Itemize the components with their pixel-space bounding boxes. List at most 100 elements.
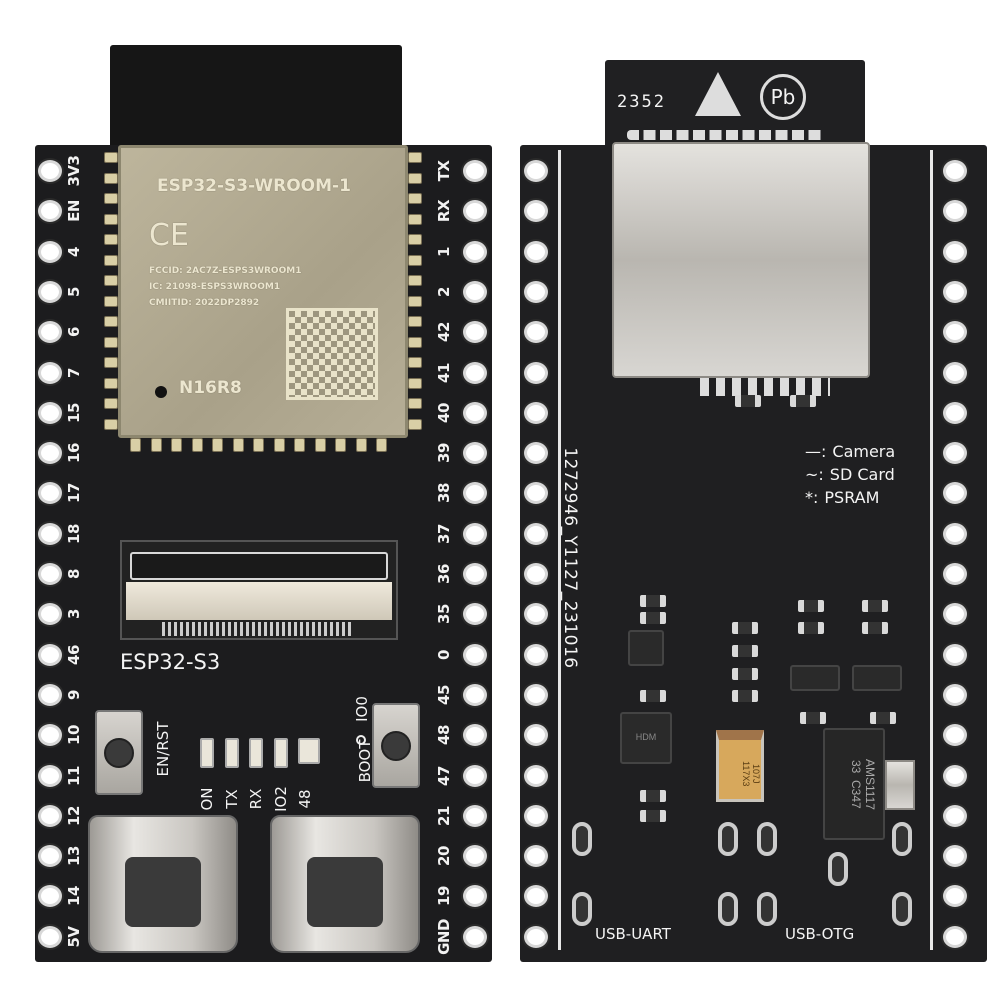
back-pin-hole[interactable]: [524, 240, 548, 263]
pin-hole[interactable]: [463, 200, 487, 223]
back-pin-hole[interactable]: [524, 280, 548, 303]
module-pad: [294, 438, 305, 452]
back-pin-hole[interactable]: [943, 160, 967, 182]
back-pin-hole[interactable]: [524, 401, 548, 424]
back-pin-hole[interactable]: [943, 804, 967, 827]
back-pin-hole[interactable]: [943, 280, 967, 303]
back-pin-hole[interactable]: [943, 764, 967, 787]
usb-shell-pad: [572, 822, 592, 856]
pin-hole[interactable]: [463, 442, 487, 465]
back-pin-hole[interactable]: [524, 643, 548, 666]
pin-hole[interactable]: [463, 643, 487, 666]
pin-hole[interactable]: [38, 361, 62, 384]
back-pin-hole[interactable]: [943, 643, 967, 666]
back-pin-hole[interactable]: [524, 442, 548, 465]
back-pin-hole[interactable]: [524, 200, 548, 223]
back-pin-hole[interactable]: [524, 321, 548, 344]
back-pin-hole[interactable]: [943, 361, 967, 384]
pin-hole[interactable]: [463, 724, 487, 747]
back-pin-hole[interactable]: [943, 522, 967, 545]
smd-component: [732, 668, 758, 680]
back-pin-hole[interactable]: [524, 804, 548, 827]
front-antenna-area: [110, 45, 402, 155]
back-pin-hole[interactable]: [943, 603, 967, 626]
pin-hole[interactable]: [38, 845, 62, 868]
pin-hole[interactable]: [463, 603, 487, 626]
back-pin-hole[interactable]: [524, 925, 548, 948]
module-pad: [212, 438, 223, 452]
back-pin-hole[interactable]: [943, 401, 967, 424]
pin-hole[interactable]: [38, 240, 62, 263]
pin-hole[interactable]: [463, 280, 487, 303]
pin-hole[interactable]: [38, 401, 62, 424]
usb-c-port-otg[interactable]: [270, 815, 420, 953]
pin-hole[interactable]: [463, 845, 487, 868]
back-pin-hole[interactable]: [524, 522, 548, 545]
usb-shell-pad: [718, 822, 738, 856]
lead-free-icon: Pb: [760, 74, 806, 120]
pin-hole[interactable]: [38, 442, 62, 465]
pin-hole[interactable]: [463, 401, 487, 424]
boot-button[interactable]: [372, 703, 420, 788]
pin-hole[interactable]: [38, 603, 62, 626]
pin-hole[interactable]: [463, 885, 487, 908]
pin-hole[interactable]: [463, 563, 487, 585]
back-pin-hole[interactable]: [524, 482, 548, 505]
smd-component: [862, 622, 888, 634]
back-pin-hole[interactable]: [943, 683, 967, 706]
pin-hole[interactable]: [38, 804, 62, 827]
back-pin-hole[interactable]: [943, 925, 967, 948]
rst-button[interactable]: [95, 710, 143, 795]
pin-hole[interactable]: [463, 160, 487, 182]
back-pin-hole[interactable]: [524, 724, 548, 747]
back-pin-hole[interactable]: [524, 764, 548, 787]
back-pin-hole[interactable]: [524, 603, 548, 626]
back-pin-hole[interactable]: [524, 563, 548, 585]
pin-hole[interactable]: [463, 925, 487, 948]
pin-hole[interactable]: [463, 482, 487, 505]
back-pin-hole[interactable]: [524, 361, 548, 384]
pin-hole[interactable]: [463, 764, 487, 787]
usb-c-port-uart[interactable]: [88, 815, 238, 953]
pin-hole[interactable]: [38, 482, 62, 505]
pin-hole[interactable]: [38, 160, 62, 182]
pin-hole[interactable]: [38, 764, 62, 787]
back-pin-hole[interactable]: [943, 442, 967, 465]
pin-label: 21: [435, 805, 453, 826]
pin-label: 46: [65, 644, 83, 665]
back-pin-hole[interactable]: [943, 724, 967, 747]
pin-hole[interactable]: [38, 200, 62, 223]
pin-hole[interactable]: [38, 522, 62, 545]
pin-hole[interactable]: [38, 885, 62, 908]
module-fccid: FCCID: 2AC7Z-ESPS3WROOM1: [149, 266, 302, 276]
pin-hole[interactable]: [38, 683, 62, 706]
pin-hole[interactable]: [463, 240, 487, 263]
pin-hole[interactable]: [463, 321, 487, 344]
pin-hole[interactable]: [38, 321, 62, 344]
pin-hole[interactable]: [463, 683, 487, 706]
back-pin-hole[interactable]: [943, 885, 967, 908]
back-pin-hole[interactable]: [943, 845, 967, 868]
back-pin-hole[interactable]: [524, 885, 548, 908]
pin-hole[interactable]: [38, 280, 62, 303]
pin-hole[interactable]: [38, 563, 62, 585]
back-pin-hole[interactable]: [524, 845, 548, 868]
pin-hole[interactable]: [463, 804, 487, 827]
pin-hole[interactable]: [463, 522, 487, 545]
back-pin-hole[interactable]: [943, 200, 967, 223]
pin-hole[interactable]: [38, 724, 62, 747]
back-pin-hole[interactable]: [524, 683, 548, 706]
module-pad: [408, 275, 422, 286]
back-pin-hole[interactable]: [943, 321, 967, 344]
back-pin-hole[interactable]: [943, 482, 967, 505]
sd-card-slot[interactable]: [612, 142, 870, 378]
module-pad: [273, 438, 285, 452]
smd-component: [870, 712, 896, 724]
module-variant: N16R8: [179, 378, 242, 398]
back-pin-hole[interactable]: [943, 563, 967, 585]
back-pin-hole[interactable]: [524, 160, 548, 182]
pin-hole[interactable]: [463, 361, 487, 384]
pin-hole[interactable]: [38, 643, 62, 666]
pin-hole[interactable]: [38, 925, 62, 948]
back-pin-hole[interactable]: [943, 240, 967, 263]
